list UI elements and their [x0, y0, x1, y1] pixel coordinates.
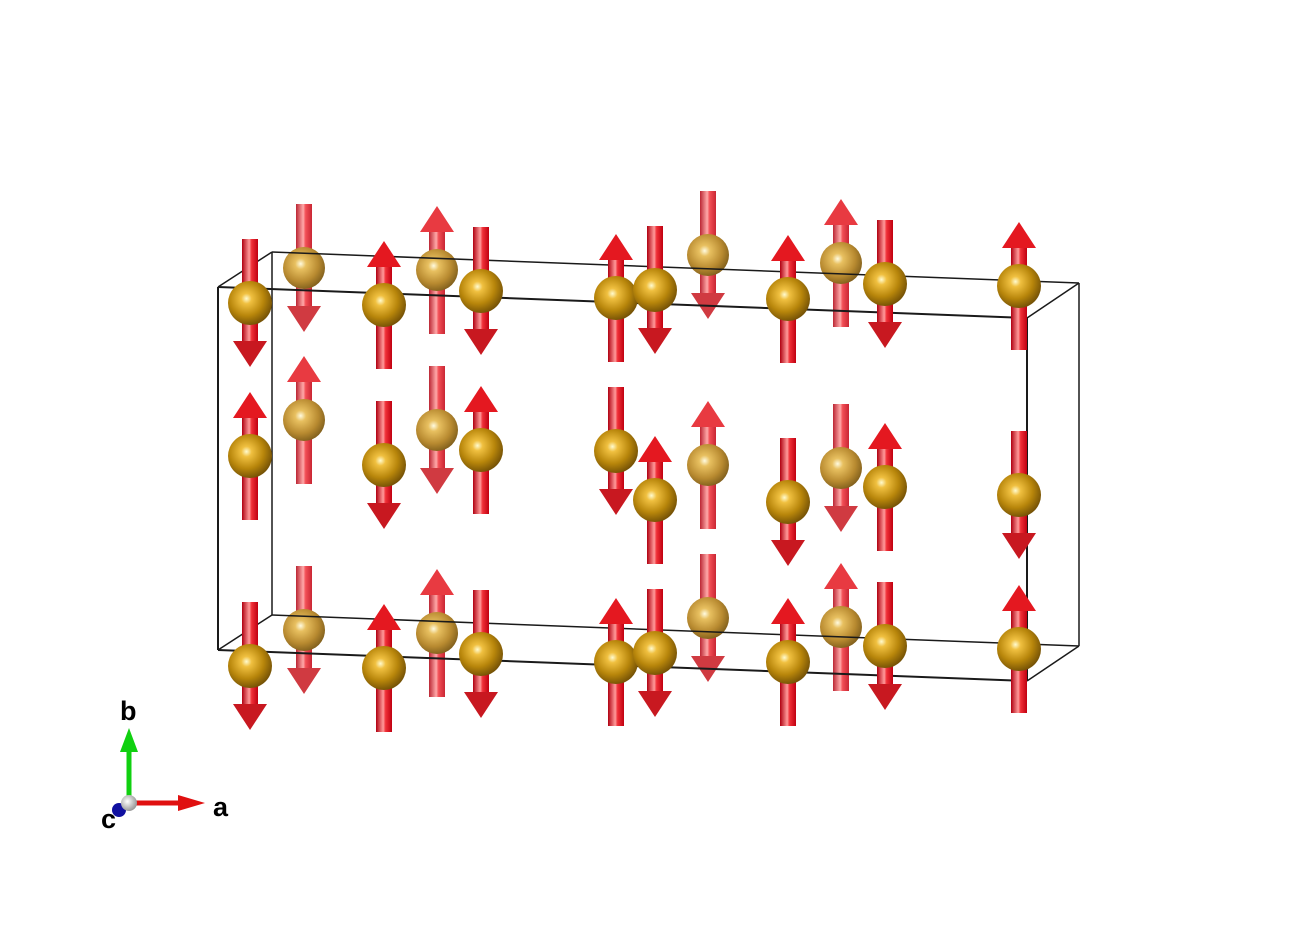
fe-atom-sphere	[633, 631, 677, 675]
fe-atom-sphere	[594, 276, 638, 320]
fe-atom-with-spin[interactable]	[997, 222, 1041, 350]
cell-edge	[1026, 645, 1080, 682]
fe-atom-with-spin[interactable]	[459, 386, 503, 514]
fe-atom-with-spin[interactable]	[594, 598, 638, 726]
fe-atom-sphere	[820, 447, 862, 489]
fe-atom-with-spin[interactable]	[283, 204, 325, 332]
fe-atom-sphere	[687, 444, 729, 486]
fe-atom-with-spin[interactable]	[228, 602, 272, 730]
fe-atom-sphere	[820, 606, 862, 648]
fe-atom-with-spin[interactable]	[633, 226, 677, 354]
fe-atom-sphere	[459, 632, 503, 676]
fe-atom-sphere	[997, 264, 1041, 308]
fe-atom-sphere	[228, 434, 272, 478]
a-axis-label: a	[213, 792, 229, 822]
fe-atom-sphere	[863, 465, 907, 509]
fe-atom-sphere	[687, 597, 729, 639]
fe-atom-sphere	[416, 612, 458, 654]
fe-atom-sphere	[766, 480, 810, 524]
fe-atom-with-spin[interactable]	[766, 438, 810, 566]
fe-atom-with-spin[interactable]	[820, 199, 862, 327]
c-axis-label: c	[101, 804, 116, 834]
fe-atom-with-spin[interactable]	[766, 598, 810, 726]
fe-atom-sphere	[594, 429, 638, 473]
cell-edge	[271, 251, 1080, 284]
fe-atom-with-spin[interactable]	[594, 387, 638, 515]
fe-atom-with-spin[interactable]	[362, 241, 406, 369]
fe-atom-with-spin[interactable]	[633, 589, 677, 717]
fe-atom-with-spin[interactable]	[820, 404, 862, 532]
fe-atom-with-spin[interactable]	[362, 604, 406, 732]
fe-atom-with-spin[interactable]	[283, 356, 325, 484]
fe-atom-sphere	[459, 428, 503, 472]
fe-atom-with-spin[interactable]	[416, 206, 458, 334]
fe-atom-with-spin[interactable]	[997, 585, 1041, 713]
fe-atom-with-spin[interactable]	[228, 239, 272, 367]
fe-atom-with-spin[interactable]	[687, 401, 729, 529]
fe-atom-with-spin[interactable]	[863, 423, 907, 551]
fe-atom-with-spin[interactable]	[362, 401, 406, 529]
fe-atom-sphere	[594, 640, 638, 684]
fe-atom-sphere	[362, 283, 406, 327]
fe-atom-sphere	[283, 399, 325, 441]
fe-atom-sphere	[766, 277, 810, 321]
fe-atom-with-spin[interactable]	[416, 569, 458, 697]
fe-atom-sphere	[863, 262, 907, 306]
fe-atom-with-spin[interactable]	[228, 392, 272, 520]
fe-atom-sphere	[687, 234, 729, 276]
fe-atom-sphere	[283, 247, 325, 289]
b-axis-arrowhead	[120, 728, 138, 752]
cell-edge	[271, 614, 1080, 647]
fe-atom-sphere	[863, 624, 907, 668]
fe-atom-with-spin[interactable]	[820, 563, 862, 691]
fe-atom-sphere	[362, 646, 406, 690]
fe-atom-sphere	[633, 268, 677, 312]
fe-atom-sphere	[997, 473, 1041, 517]
fe-atom-with-spin[interactable]	[687, 554, 729, 682]
fe-atom-with-spin[interactable]	[459, 590, 503, 718]
fe-atom-sphere	[416, 409, 458, 451]
back-atom-layer	[283, 191, 862, 697]
cell-edge	[1026, 282, 1080, 319]
b-axis-label: b	[120, 696, 137, 726]
fe-atom-with-spin[interactable]	[594, 234, 638, 362]
fe-atom-sphere	[283, 609, 325, 651]
a-axis-arrowhead	[178, 795, 205, 811]
fe-atom-with-spin[interactable]	[633, 436, 677, 564]
fe-atom-with-spin[interactable]	[283, 566, 325, 694]
fe-atom-sphere	[416, 249, 458, 291]
fe-atom-sphere	[633, 478, 677, 522]
fe-atom-with-spin[interactable]	[863, 582, 907, 710]
fe-atom-with-spin[interactable]	[459, 227, 503, 355]
axis-indicator: b a c	[101, 696, 229, 834]
fe-atom-sphere	[997, 627, 1041, 671]
fe-atom-with-spin[interactable]	[766, 235, 810, 363]
axis-origin	[121, 795, 137, 811]
fe-atom-with-spin[interactable]	[863, 220, 907, 348]
front-atom-layer	[228, 220, 1041, 732]
fe-atom-sphere	[766, 640, 810, 684]
fe-atom-sphere	[228, 644, 272, 688]
fe-atom-sphere	[362, 443, 406, 487]
fe-atom-sphere	[228, 281, 272, 325]
fe-atom-with-spin[interactable]	[997, 431, 1041, 559]
fe-atom-sphere	[820, 242, 862, 284]
fe-atom-with-spin[interactable]	[687, 191, 729, 319]
fe-atom-with-spin[interactable]	[416, 366, 458, 494]
fe-atom-sphere	[459, 269, 503, 313]
